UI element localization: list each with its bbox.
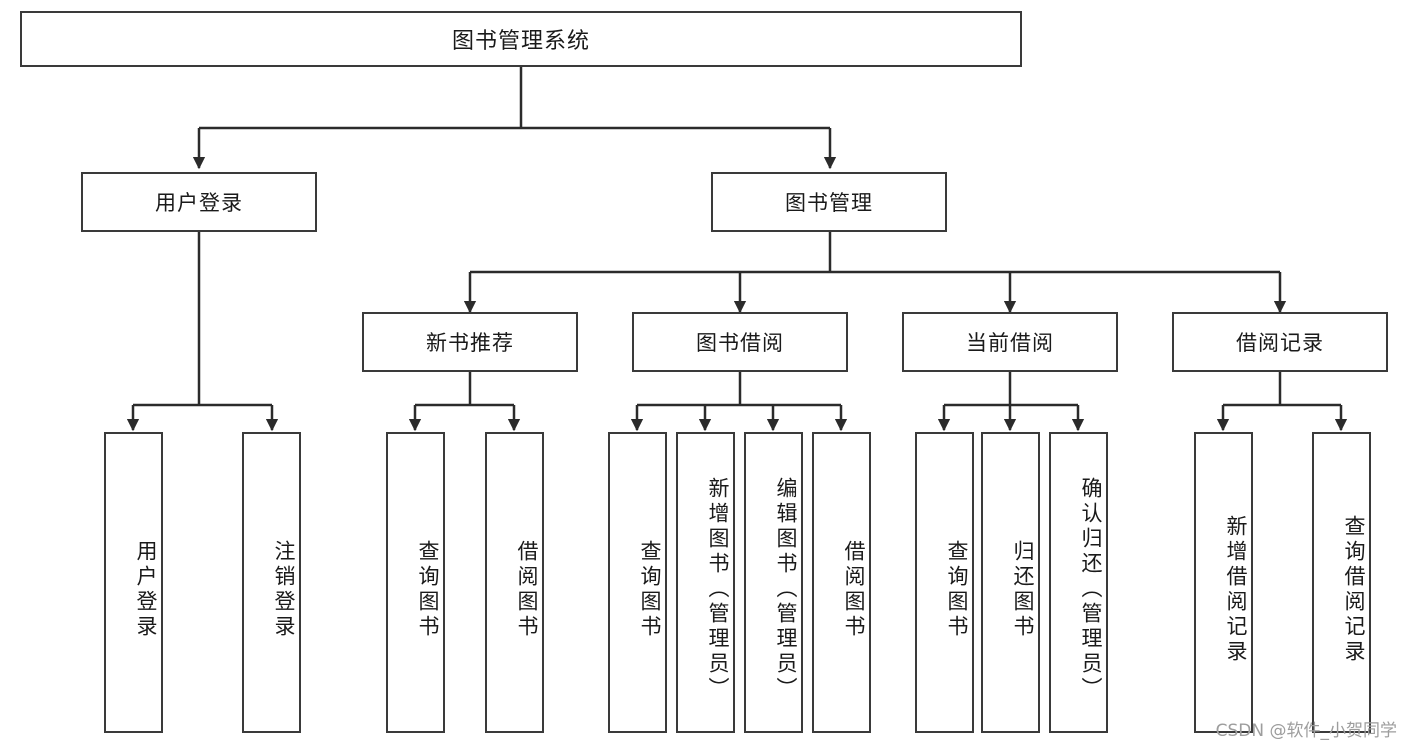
leaf-book-borrow-borrow-book[interactable]: 借阅图书 — [812, 432, 871, 733]
node-book-management[interactable]: 图书管理 — [711, 172, 947, 232]
leaf-user-login-login[interactable]: 用户登录 — [104, 432, 163, 733]
leaf-new-book-query-book[interactable]: 查询图书 — [386, 432, 445, 733]
node-new-book-recommend[interactable]: 新书推荐 — [362, 312, 578, 372]
leaf-user-login-logout[interactable]: 注销登录 — [242, 432, 301, 733]
node-book-borrow[interactable]: 图书借阅 — [632, 312, 848, 372]
leaf-new-book-borrow-book[interactable]: 借阅图书 — [485, 432, 544, 733]
leaf-current-borrow-query-book[interactable]: 查询图书 — [915, 432, 974, 733]
leaf-book-borrow-query-book[interactable]: 查询图书 — [608, 432, 667, 733]
leaf-book-borrow-add-book-admin[interactable]: 新增图书（管理员） — [676, 432, 735, 733]
leaf-book-borrow-edit-book-admin[interactable]: 编辑图书（管理员） — [744, 432, 803, 733]
leaf-current-borrow-confirm-return-admin[interactable]: 确认归还（管理员） — [1049, 432, 1108, 733]
node-user-login[interactable]: 用户登录 — [81, 172, 317, 232]
node-borrow-record[interactable]: 借阅记录 — [1172, 312, 1388, 372]
node-root-book-management-system[interactable]: 图书管理系统 — [20, 11, 1022, 67]
leaf-current-borrow-return-book[interactable]: 归还图书 — [981, 432, 1040, 733]
node-current-borrow[interactable]: 当前借阅 — [902, 312, 1118, 372]
leaf-borrow-record-add-record[interactable]: 新增借阅记录 — [1194, 432, 1253, 733]
leaf-borrow-record-query-record[interactable]: 查询借阅记录 — [1312, 432, 1371, 733]
